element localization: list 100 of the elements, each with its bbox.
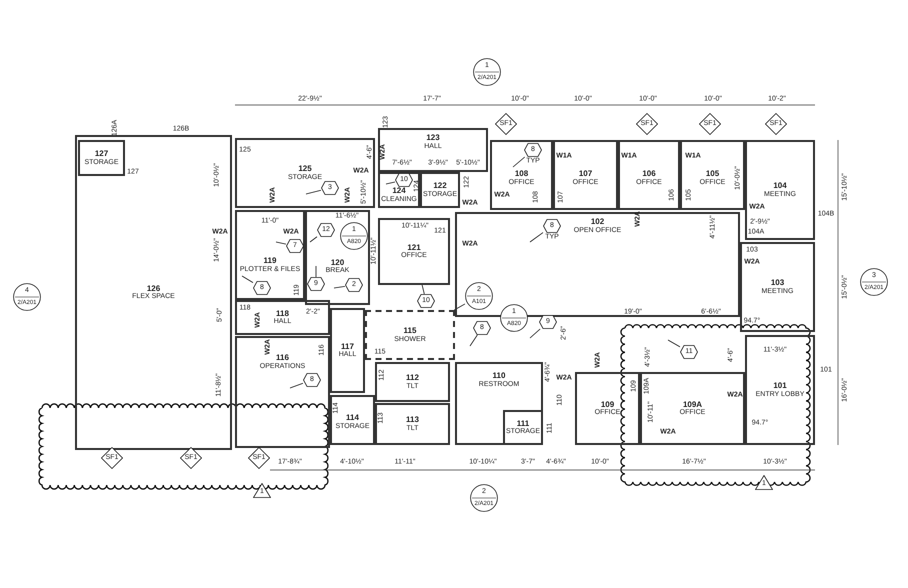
room-number: 124: [392, 186, 406, 196]
keynote-hexagon: [317, 223, 335, 237]
room: [235, 210, 305, 300]
room: [745, 140, 815, 240]
section-marker: [500, 304, 528, 332]
room-number: 113: [406, 416, 419, 425]
room: [455, 362, 543, 445]
leader-line: [530, 328, 541, 338]
room-number: 117: [341, 342, 354, 351]
room: [680, 140, 745, 210]
room: [553, 140, 618, 210]
room: [640, 372, 745, 445]
room-number: 120: [330, 258, 344, 267]
room-number: 101: [773, 382, 787, 391]
leader-line: [512, 156, 526, 168]
window-type-diamond: [180, 447, 202, 469]
room: [235, 300, 330, 335]
section-marker: [13, 283, 41, 311]
leader-line: [334, 286, 346, 288]
leader-line: [290, 382, 304, 388]
keynote-hexagon: [473, 321, 491, 335]
leader-line: [386, 182, 396, 184]
window-type-diamond: [248, 447, 270, 469]
keynote-hexagon: [524, 143, 542, 157]
room: [618, 140, 680, 210]
room-number: 112: [406, 374, 419, 383]
room: [375, 362, 450, 402]
leader-line: [276, 242, 286, 244]
section-marker: [473, 58, 501, 86]
room-number: 118: [276, 309, 289, 318]
room: [378, 172, 420, 208]
room-number: 107: [578, 170, 592, 179]
room-number: 111: [516, 419, 530, 428]
keynote-hexagon: [253, 281, 271, 295]
room: [420, 172, 460, 208]
room-number: 105: [706, 170, 720, 179]
room-number: 106: [642, 170, 656, 179]
leader-line: [422, 284, 425, 294]
room: [378, 218, 450, 285]
keynote-hexagon: [539, 315, 557, 329]
window-type-diamond: [495, 113, 517, 135]
room: [235, 336, 330, 448]
leader-line: [242, 276, 254, 283]
leader-line: [470, 334, 478, 346]
keynote-hexagon: [417, 294, 435, 308]
leader-line: [530, 232, 544, 242]
room-number: 109A: [682, 400, 702, 409]
room: [575, 372, 640, 445]
window-type-diamond: [636, 113, 658, 135]
leader-line: [668, 340, 680, 348]
room: [330, 308, 365, 393]
keynote-hexagon: [286, 239, 304, 253]
room: [75, 135, 232, 450]
room-number: 119: [264, 257, 276, 266]
window-type-diamond: [765, 113, 787, 135]
room-number: 123: [426, 134, 440, 143]
room: [745, 335, 815, 445]
revision-delta: [253, 482, 271, 498]
room: [78, 140, 125, 176]
keynote-hexagon: [543, 219, 561, 233]
window-type-diamond: [699, 113, 721, 135]
room: [365, 310, 455, 360]
room-number: 122: [433, 182, 447, 191]
room-number: 115: [404, 326, 416, 336]
room-number: 108: [514, 170, 528, 179]
leader-line: [310, 236, 318, 242]
room: [740, 242, 815, 332]
room: [330, 395, 375, 445]
room-number: 125: [298, 164, 312, 174]
room-number: 127: [94, 150, 108, 159]
room-number: 102: [590, 218, 604, 227]
room: [235, 138, 375, 208]
leader-line: [454, 304, 466, 310]
room: [375, 403, 450, 445]
room: [503, 410, 543, 445]
room: [305, 210, 370, 305]
revision-delta: [755, 474, 773, 490]
keynote-hexagon: [345, 278, 363, 292]
keynote-hexagon: [303, 373, 321, 387]
room-number: 121: [407, 243, 421, 252]
room-number: 116: [276, 354, 289, 362]
room: [378, 128, 488, 172]
leader-line: [306, 190, 322, 194]
room: [490, 140, 553, 210]
room-number: 104: [773, 182, 787, 191]
section-marker: [860, 268, 888, 296]
window-type-diamond: [101, 447, 123, 469]
room-number: 114: [346, 414, 359, 423]
section-marker: [340, 222, 368, 250]
room-number: 126: [146, 284, 160, 293]
room-number: 110: [492, 372, 506, 380]
keynote-hexagon: [395, 173, 413, 187]
keynote-hexagon: [321, 181, 339, 195]
section-marker: [470, 484, 498, 512]
keynote-hexagon: [680, 345, 698, 359]
section-marker: [465, 282, 493, 310]
room-number: 109: [600, 400, 614, 409]
keynote-hexagon: [307, 277, 325, 291]
room-number: 103: [770, 278, 784, 288]
room: [455, 212, 740, 317]
